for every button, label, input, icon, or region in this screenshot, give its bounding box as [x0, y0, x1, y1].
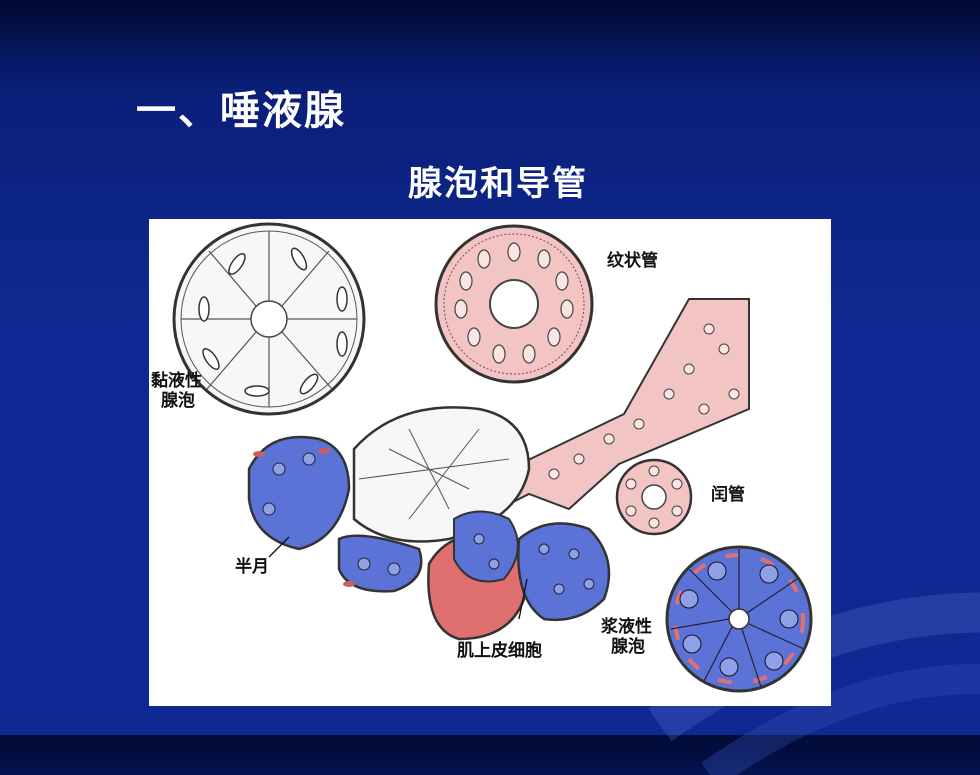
serous-acinus-drawing: [665, 545, 813, 693]
mucous-acinus-drawing: [172, 222, 366, 416]
label-mucous-acinus-line1: 黏液性: [151, 371, 202, 391]
intercalated-duct-drawing: [615, 458, 693, 536]
salivary-gland-diagram: 纹状管 黏液性 腺泡 闰管 半月 浆液性 腺泡 肌上皮细胞: [149, 219, 831, 706]
slide-subtitle: 腺泡和导管: [408, 164, 588, 204]
label-serous-acinus-line1: 浆液性: [601, 617, 652, 637]
label-striated-duct: 纹状管: [607, 251, 658, 271]
label-demilune: 半月: [235, 557, 269, 577]
demilune-leader: [268, 536, 290, 558]
diagram-illustration: [172, 222, 813, 693]
label-serous-acinus-line2: 腺泡: [611, 637, 645, 657]
label-intercalated-duct: 闰管: [711, 485, 745, 505]
mixed-acinus-drawing: [247, 406, 531, 593]
striated-duct-drawing: [434, 224, 594, 384]
myoepithelial-leader: [518, 578, 528, 620]
serous-acini-cluster-drawing: [427, 510, 611, 641]
label-mucous-acinus-line2: 腺泡: [161, 391, 195, 411]
label-myoepithelial-cell: 肌上皮细胞: [457, 641, 542, 661]
slide-title: 一、唾液腺: [136, 87, 346, 134]
